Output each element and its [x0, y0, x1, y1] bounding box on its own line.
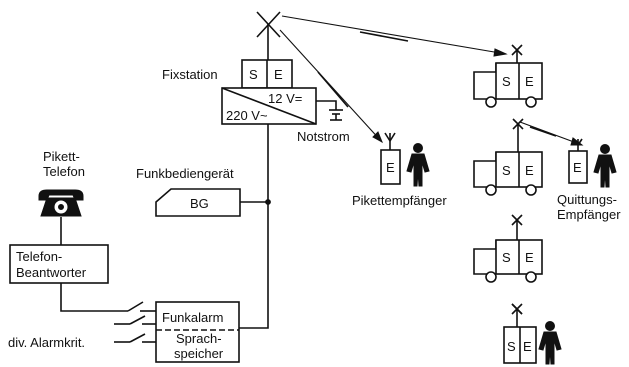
answering-machine-link [60, 283, 128, 312]
fixstation-antenna [256, 11, 281, 60]
bg-device-label: BG [190, 196, 209, 211]
fixstation-e: E [274, 67, 283, 82]
vehicle-unit: S E [473, 214, 543, 283]
person-icon [593, 144, 617, 188]
sprachspeicher-line2: speicher [174, 346, 224, 361]
sprachspeicher-line1: Sprach- [176, 331, 222, 346]
vehicle-1-s: S [502, 74, 511, 89]
radio-link-to-vehicle-1 [281, 15, 508, 57]
alarm-criteria-switches [114, 315, 156, 343]
person-icon [538, 321, 562, 365]
fixstation-label: Fixstation [162, 67, 218, 82]
radio-link-vehicle-2-to-quittung [519, 121, 584, 146]
wheel-icon [485, 184, 497, 196]
portable-e: E [523, 339, 532, 354]
voltage-220-label: 220 V~ [226, 108, 268, 123]
wheel-icon [525, 184, 537, 196]
portable-se-unit: S E [503, 303, 537, 364]
telefon-beantworter-line2: Beantworter [16, 265, 87, 280]
funkalarm-box: Funkalarm Sprach- speicher [155, 301, 240, 363]
vehicle-3-e: E [525, 250, 534, 265]
pikett-telefon-line2: Telefon [43, 164, 85, 179]
fixstation-s: S [249, 67, 258, 82]
pikett-receiver-e: E [386, 160, 395, 175]
person-icon [406, 143, 430, 187]
quittungs-label-line2: Empfänger [557, 207, 621, 222]
vehicle-1-e: E [525, 74, 534, 89]
switch-contact [127, 301, 144, 312]
portable-s: S [507, 339, 516, 354]
vehicle-2-s: S [502, 163, 511, 178]
vehicle-3-s: S [502, 250, 511, 265]
pikett-receiver: E [380, 132, 401, 185]
vehicle-unit: S E [473, 118, 543, 196]
vehicle-2-e: E [525, 163, 534, 178]
quittungs-label-line1: Quittungs- [557, 192, 617, 207]
div-alarmkrit-label: div. Alarmkrit. [8, 335, 85, 350]
telefon-beantworter-line1: Telefon- [16, 249, 62, 264]
battery-symbol [316, 100, 343, 121]
power-supply-box: 12 V= 220 V~ [221, 87, 317, 125]
bg-device: BG [155, 188, 241, 217]
wheel-icon [525, 271, 537, 283]
bus-line [239, 124, 269, 329]
answering-machine-box: Telefon- Beantworter [9, 244, 109, 284]
telephone-icon [38, 189, 84, 217]
pikett-telefon-line1: Pikett- [43, 149, 80, 164]
voltage-12-label: 12 V= [268, 91, 302, 106]
quittung-receiver: E [568, 138, 588, 184]
vehicle-unit: S E [473, 44, 543, 108]
pikettempfaenger-label: Pikettempfänger [352, 193, 447, 208]
quittung-receiver-e: E [573, 160, 582, 175]
fixstation-se-box: S E [241, 59, 293, 89]
wheel-icon [525, 96, 537, 108]
radio-link-to-pikettempfaenger [279, 29, 383, 144]
wheel-icon [485, 96, 497, 108]
wheel-icon [485, 271, 497, 283]
funkbediengeraet-label: Funkbediengerät [136, 166, 234, 181]
notstrom-label: Notstrom [297, 129, 350, 144]
funkalarm-label: Funkalarm [162, 310, 223, 325]
